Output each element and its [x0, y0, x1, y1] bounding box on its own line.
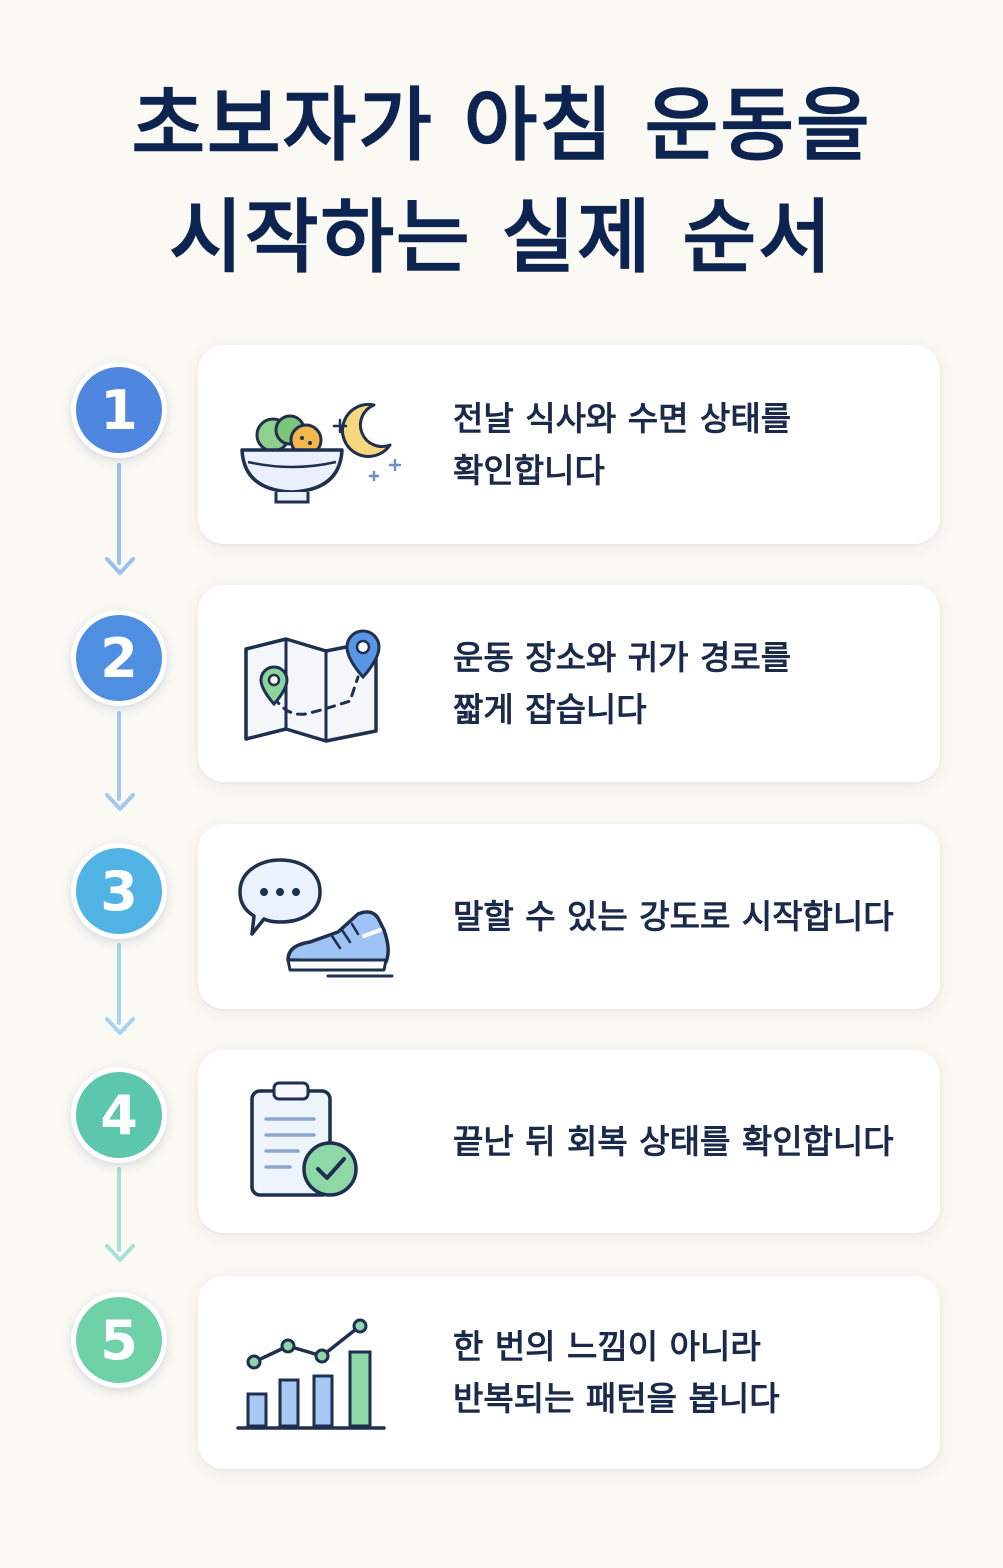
step-connector [117, 1167, 121, 1252]
step-text: 말할 수 있는 강도로 시작합니다 [453, 896, 894, 936]
step-connector [117, 463, 121, 565]
route-map-icon [244, 628, 381, 743]
page-title: 초보자가 아침 운동을 시작하는 실제 순서 [0, 70, 1003, 294]
step-card: 말할 수 있는 강도로 시작합니다 [198, 824, 940, 1009]
trend-chart-icon [236, 1318, 386, 1430]
arrow-down-icon [105, 557, 135, 575]
arrow-down-icon [105, 1017, 135, 1035]
step-connector [117, 711, 121, 801]
arrow-down-icon [105, 1244, 135, 1262]
talk-and-sneaker-icon [238, 857, 394, 977]
step-card: 전날 식사와 수면 상태를 확인합니다 [198, 345, 940, 544]
step-connector [117, 943, 121, 1025]
step-text: 끝난 뒤 회복 상태를 확인합니다 [453, 1121, 894, 1161]
meal-and-sleep-icon [240, 402, 402, 503]
step-card: 끝난 뒤 회복 상태를 확인합니다 [198, 1050, 940, 1233]
step-card: 운동 장소와 귀가 경로를 짧게 잡습니다 [198, 585, 940, 782]
step-number-badge: 4 [71, 1067, 167, 1163]
step-number-badge: 5 [71, 1292, 167, 1388]
step-number-badge: 2 [71, 610, 167, 706]
arrow-down-icon [105, 793, 135, 811]
step-number-badge: 3 [71, 843, 167, 939]
title-line-1: 초보자가 아침 운동을 [131, 79, 872, 172]
step-card: 한 번의 느낌이 아니라 반복되는 패턴을 봅니다 [198, 1276, 940, 1469]
step-text: 운동 장소와 귀가 경로를 짧게 잡습니다 [453, 637, 792, 729]
step-text: 한 번의 느낌이 아니라 반복되는 패턴을 봅니다 [453, 1326, 780, 1418]
step-text: 전날 식사와 수면 상태를 확인합니다 [453, 398, 792, 490]
step-number-badge: 1 [71, 362, 167, 458]
clipboard-check-icon [250, 1081, 358, 1197]
title-line-2: 시작하는 실제 순서 [169, 191, 834, 284]
